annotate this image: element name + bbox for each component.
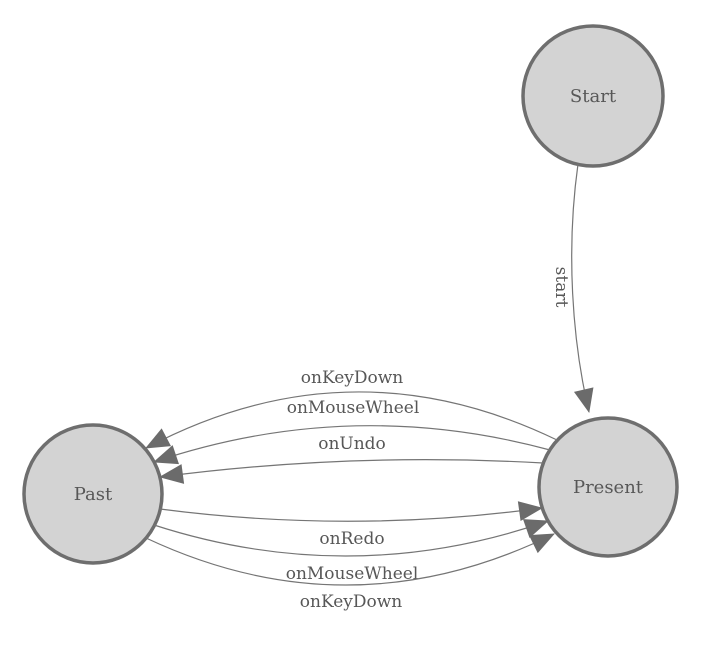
state-node-past[interactable]: Past <box>22 423 164 565</box>
edge-past-to-present-onkeydown: onKeyDown <box>145 533 555 612</box>
edge-present-to-past-onmousewheel: onMouseWheel <box>153 398 551 465</box>
edge-label-past-to-present-onmousewheel: onMouseWheel <box>286 564 419 584</box>
state-node-circle-start[interactable] <box>521 24 665 168</box>
edge-path-present-to-past-onmousewheel[interactable] <box>153 425 551 465</box>
state-node-start[interactable]: Start <box>521 24 665 168</box>
state-node-label-start: Start <box>570 86 617 107</box>
state-node-circle-present[interactable] <box>537 416 679 558</box>
state-node-circle-past[interactable] <box>22 423 164 565</box>
state-node-present[interactable]: Present <box>537 416 679 558</box>
edge-path-present-to-past-onundo[interactable] <box>159 459 544 484</box>
edge-label-present-to-past-onmousewheel: onMouseWheel <box>287 398 420 418</box>
edge-path-start-to-present[interactable] <box>571 163 594 413</box>
edge-label-present-to-past-onkeydown: onKeyDown <box>301 368 404 388</box>
state-node-label-present: Present <box>573 477 644 498</box>
state-node-label-past: Past <box>74 484 113 505</box>
edge-path-present-to-past-onkeydown[interactable] <box>145 391 558 449</box>
edge-past-to-present-onmousewheel: onMouseWheel <box>153 519 549 584</box>
edge-label-past-to-present-onredo: onRedo <box>319 529 384 549</box>
edge-label-start-to-present: start <box>551 267 571 308</box>
edge-start-to-present: start <box>551 163 594 413</box>
edge-path-past-to-present-onkeydown[interactable] <box>145 533 555 586</box>
edge-label-past-to-present-onkeydown: onKeyDown <box>300 592 403 612</box>
edge-present-to-past-onkeydown: onKeyDown <box>145 368 558 449</box>
edge-label-present-to-past-onundo: onUndo <box>318 434 386 454</box>
edge-present-to-past-onundo: onUndo <box>159 434 544 484</box>
edge-path-past-to-present-onredo[interactable] <box>159 501 543 522</box>
edge-past-to-present-onredo: onRedo <box>159 501 543 549</box>
edge-path-past-to-present-onmousewheel[interactable] <box>153 519 549 557</box>
